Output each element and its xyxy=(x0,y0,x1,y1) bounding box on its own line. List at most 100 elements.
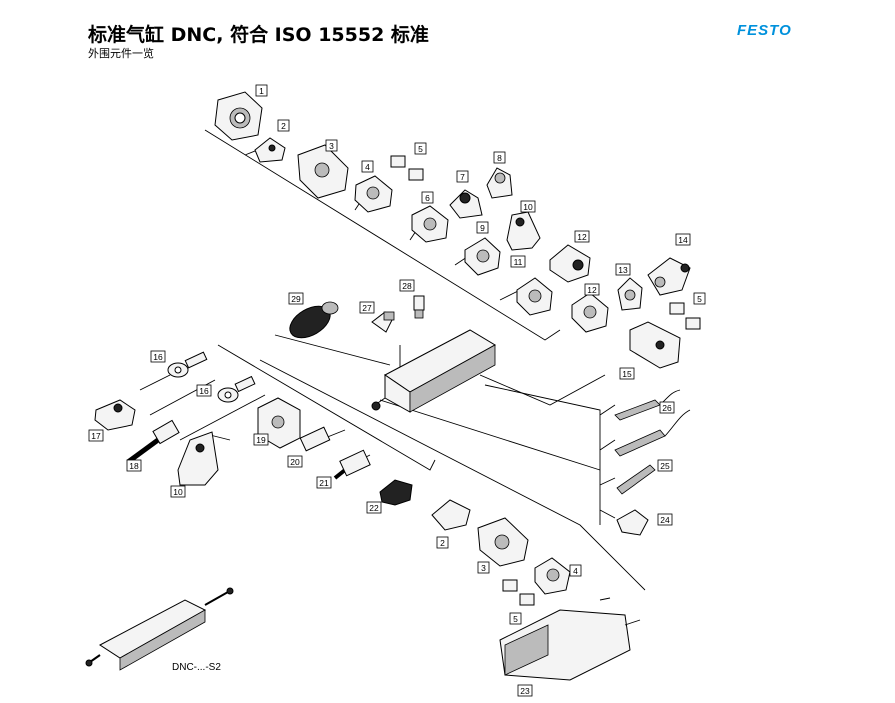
part-18-rod-clevis xyxy=(126,419,180,465)
svg-text:3: 3 xyxy=(329,141,334,151)
svg-text:24: 24 xyxy=(660,515,670,525)
callout-17: 17 xyxy=(88,429,104,442)
part-3b-plate xyxy=(477,517,529,567)
part-13-trunnion xyxy=(617,277,643,311)
part-22-nut xyxy=(379,479,413,506)
svg-text:6: 6 xyxy=(425,193,430,203)
cylinder-dnc xyxy=(371,329,497,413)
part-6-flange xyxy=(411,205,449,243)
part-28-fitting xyxy=(413,295,425,319)
page-subtitle: 外围元件一览 xyxy=(88,47,154,60)
svg-text:22: 22 xyxy=(369,503,379,513)
svg-text:19: 19 xyxy=(256,435,266,445)
svg-text:2: 2 xyxy=(440,538,445,548)
callout-22: 22 xyxy=(366,501,382,514)
variant-label: DNC-...-S2 xyxy=(172,662,221,673)
part-5c-blocks xyxy=(502,579,535,606)
svg-text:1: 1 xyxy=(259,86,264,96)
svg-text:3: 3 xyxy=(481,563,486,573)
callout-6: 6 xyxy=(421,191,434,204)
part-4-trunnion xyxy=(354,175,393,213)
part-26-sensors xyxy=(614,389,691,457)
part-1-flange xyxy=(214,91,263,141)
svg-text:11: 11 xyxy=(514,257,523,267)
page-title: 标准气缸 DNC, 符合 ISO 15552 标准 xyxy=(88,24,429,46)
callout-14: 14 xyxy=(675,233,691,246)
svg-text:21: 21 xyxy=(319,478,329,488)
part-7-clevis xyxy=(449,189,483,219)
callout-2b: 2 xyxy=(436,536,449,549)
part-23-guide-unit xyxy=(499,597,641,681)
brand-logo: FESTO xyxy=(737,22,792,39)
callout-5b: 5 xyxy=(693,292,706,305)
svg-text:10: 10 xyxy=(173,487,183,497)
callout-20: 20 xyxy=(287,455,303,468)
part-16-rod-eye xyxy=(167,351,208,378)
svg-text:20: 20 xyxy=(290,457,300,467)
svg-text:8: 8 xyxy=(497,153,502,163)
svg-text:4: 4 xyxy=(365,162,370,172)
part-9-flange xyxy=(464,237,501,276)
part-12b-flange xyxy=(571,292,609,333)
callout-15: 15 xyxy=(619,367,635,380)
svg-text:16: 16 xyxy=(199,386,209,396)
callout-28: 28 xyxy=(399,279,415,292)
callout-5: 5 xyxy=(414,142,427,155)
callout-21: 21 xyxy=(316,476,332,489)
part-27-fitting xyxy=(371,311,395,333)
callout-26: 26 xyxy=(659,401,675,414)
svg-text:13: 13 xyxy=(618,265,628,275)
svg-text:27: 27 xyxy=(362,303,372,313)
callout-1: 1 xyxy=(255,84,268,97)
callout-25: 25 xyxy=(657,459,673,472)
callout-2: 2 xyxy=(277,119,290,132)
callout-19: 19 xyxy=(253,433,269,446)
svg-text:23: 23 xyxy=(520,686,530,696)
callout-23: 23 xyxy=(517,684,533,697)
svg-text:15: 15 xyxy=(622,369,632,379)
svg-text:2: 2 xyxy=(281,121,286,131)
part-3-plate xyxy=(297,144,349,199)
part-10-foot xyxy=(506,211,541,251)
svg-text:29: 29 xyxy=(291,294,301,304)
part-14-pivot xyxy=(647,257,691,296)
svg-text:26: 26 xyxy=(662,403,672,413)
callout-4: 4 xyxy=(361,160,374,173)
part-4b-trunnion xyxy=(534,557,571,595)
part-17-clevis-foot xyxy=(94,399,136,431)
svg-text:28: 28 xyxy=(402,281,412,291)
callout-29: 29 xyxy=(288,292,304,305)
callout-7: 7 xyxy=(456,170,469,183)
cylinder-dnc-s2 xyxy=(85,587,234,671)
svg-text:12: 12 xyxy=(587,285,597,295)
part-15-mount xyxy=(629,321,681,369)
part-25-slot-cover xyxy=(616,464,656,495)
part-11-flange xyxy=(516,277,553,316)
svg-text:5: 5 xyxy=(418,144,423,154)
callout-11: 11 xyxy=(510,255,526,268)
callout-4b: 4 xyxy=(569,564,582,577)
callout-5c: 5 xyxy=(509,612,522,625)
svg-text:5: 5 xyxy=(513,614,518,624)
part-12-pivot xyxy=(549,244,591,283)
svg-text:18: 18 xyxy=(129,461,139,471)
part-24-mount xyxy=(616,509,649,536)
callout-16: 16 xyxy=(150,350,166,363)
callout-16b: 16 xyxy=(196,384,212,397)
callout-13: 13 xyxy=(615,263,631,276)
part-5-block xyxy=(390,155,424,181)
callout-18: 18 xyxy=(126,459,142,472)
part-2b-bracket xyxy=(431,499,471,531)
svg-text:4: 4 xyxy=(573,566,578,576)
callout-3b: 3 xyxy=(477,561,490,574)
callout-3: 3 xyxy=(325,139,338,152)
part-29-cover xyxy=(289,301,339,339)
svg-text:7: 7 xyxy=(460,172,465,182)
callout-12b: 12 xyxy=(584,283,600,296)
svg-text:12: 12 xyxy=(577,232,587,242)
part-21-coupler xyxy=(333,449,371,480)
svg-text:14: 14 xyxy=(678,235,688,245)
callout-8: 8 xyxy=(493,151,506,164)
svg-text:9: 9 xyxy=(480,223,485,233)
